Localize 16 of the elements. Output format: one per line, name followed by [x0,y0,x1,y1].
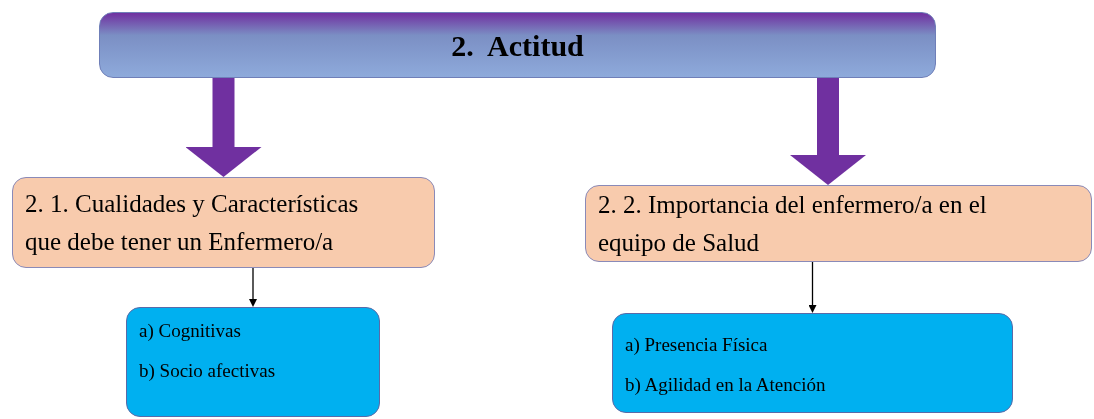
list-box [126,307,380,417]
heading-box [12,177,435,268]
list-box [612,313,1013,413]
title-text: 2. Actitud [450,27,585,64]
title-banner [99,12,936,78]
block-arrow [790,78,866,185]
list-item: b) Agilidad en la Atención [625,374,827,396]
arrow [249,267,257,307]
list-item: a) Presencia Física [625,334,769,356]
block-arrow [185,78,262,177]
heading-box [585,185,1092,262]
heading-text: 2. 1. Cualidades y Características que debe tener un Enfermero/a [25,189,360,257]
heading-text: 2. 2. Importancia del enfermero/a en el equipo de Salud [598,190,988,258]
list-item: a) Cognitivas [139,320,242,342]
list-item: b) Socio afectivas [139,359,277,382]
arrow [808,261,817,313]
